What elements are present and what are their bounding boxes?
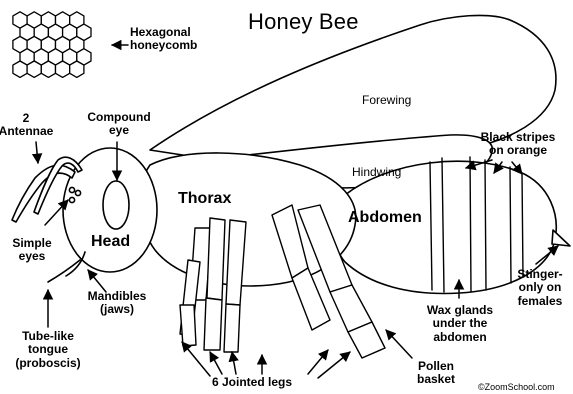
label-simple-eyes: Simple eyes (8, 237, 56, 264)
label-head: Head (91, 233, 130, 251)
label-honeycomb: Hexagonal honeycomb (130, 26, 197, 53)
stinger-shape (552, 230, 570, 246)
honeycomb-illustration (13, 12, 91, 78)
honeycomb-cell (70, 61, 84, 77)
label-mandibles: Mandibles (jaws) (80, 290, 154, 317)
label-stinger: Stinger- only on females (510, 268, 570, 308)
honeycomb-cell (27, 61, 41, 77)
label-forewing: Forewing (362, 94, 411, 107)
label-tongue: Tube-like tongue (proboscis) (6, 330, 90, 370)
simple-eye-2 (75, 190, 80, 195)
label-antennae: 2 Antennae (0, 112, 56, 139)
label-compound-eye: Compound eye (82, 111, 156, 138)
honeycomb-cell (13, 61, 27, 77)
label-abdomen: Abdomen (348, 209, 422, 227)
label-hindwing: Hindwing (352, 166, 401, 179)
label-wax-glands: Wax glands under the abdomen (418, 304, 502, 344)
label-jointed-legs: 6 Jointed legs (212, 376, 292, 389)
compound-eye-shape (103, 181, 129, 229)
label-pollen-basket: Pollen basket (406, 360, 466, 387)
simple-eye-3 (69, 197, 74, 202)
honeycomb-cell (56, 61, 70, 77)
diagram-title: Honey Bee (248, 10, 359, 35)
label-thorax: Thorax (178, 190, 231, 208)
simple-eye-1 (69, 187, 74, 192)
honeycomb-cell (41, 61, 55, 77)
credit-text: ©ZoomSchool.com (478, 382, 555, 392)
label-black-stripes: Black stripes on orange (470, 131, 566, 158)
